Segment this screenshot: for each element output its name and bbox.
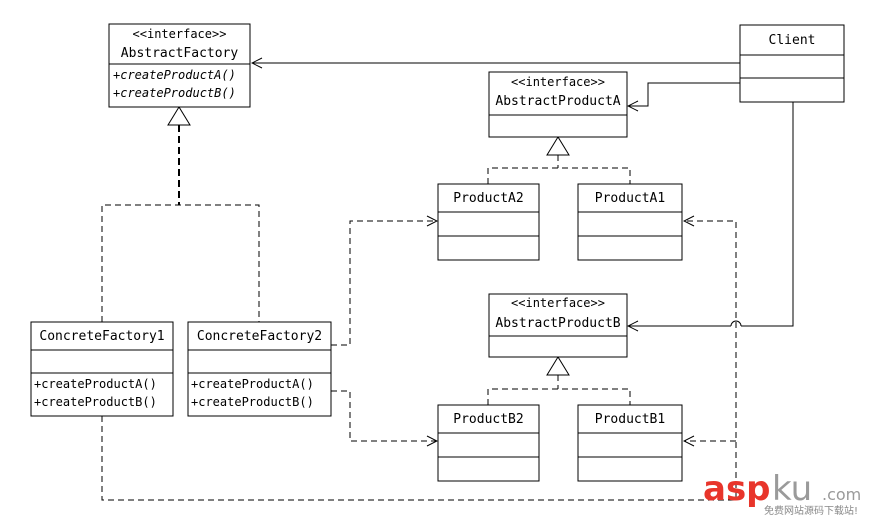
class-name: ConcreteFactory1 (39, 329, 164, 344)
class-abstractproductb: <<interface>> AbstractProductB (488, 293, 628, 358)
class-name: ProductA1 (595, 191, 665, 206)
client-to-abstractproducta-association (628, 82, 740, 106)
realization-triangle-abstractfactory (167, 106, 191, 126)
class-concretefactory2: ConcreteFactory2 +createProductA() +crea… (187, 321, 332, 417)
productb-realization-branches (487, 388, 631, 405)
method-create-product-a: +createProductA() (34, 377, 157, 391)
method-create-product-b: +createProductB() (34, 395, 157, 409)
class-name: AbstractProductB (495, 316, 620, 331)
class-abstractfactory: <<interface>> AbstractFactory +createPro… (108, 23, 251, 108)
class-producta2: ProductA2 (437, 183, 540, 261)
class-name: ProductB2 (453, 412, 523, 427)
stereotype-label: <<interface>> (511, 75, 605, 89)
method-create-product-a: +createProductA() (191, 377, 314, 391)
method-create-product-b: +createProductB() (113, 86, 236, 100)
class-productb2: ProductB2 (437, 404, 540, 482)
method-create-product-b: +createProductB() (191, 395, 314, 409)
class-name: ConcreteFactory2 (197, 329, 322, 344)
watermark-brand-red: asp (703, 469, 771, 509)
factory-realization-branches (101, 204, 260, 322)
method-create-product-a: +createProductA() (113, 68, 236, 82)
watermark-domain: .com (822, 485, 861, 504)
realization-triangle-abstractproductb (546, 356, 570, 376)
realization-triangle-abstractproducta (546, 136, 570, 156)
class-name: AbstractFactory (121, 46, 239, 61)
stereotype-label: <<interface>> (511, 296, 605, 310)
class-name: ProductB1 (595, 412, 665, 427)
class-productb1: ProductB1 (577, 404, 683, 482)
watermark-tagline: 免费网站源码下载站! (764, 504, 858, 517)
class-abstractproducta: <<interface>> AbstractProductA (488, 71, 628, 138)
client-to-abstractproductb-line-1 (741, 102, 794, 327)
watermark-brand-gray: ku (772, 469, 812, 509)
line-hop (730, 320, 742, 327)
class-producta1: ProductA1 (577, 183, 683, 261)
stereotype-label: <<interface>> (133, 27, 227, 41)
class-name: Client (769, 33, 816, 48)
concretefactory1-to-producta1-dependency (101, 221, 737, 501)
producta-realization-branches (487, 167, 631, 184)
class-name: ProductA2 (453, 191, 523, 206)
concretefactory2-to-producta2-dependency (331, 221, 437, 346)
class-name: AbstractProductA (495, 94, 620, 109)
concretefactory2-to-productb2-dependency (331, 390, 437, 441)
class-client: Client (739, 24, 845, 103)
class-concretefactory1: ConcreteFactory1 +createProductA() +crea… (30, 321, 174, 417)
watermark-logo: asp ku .com 免费网站源码下载站! (703, 469, 861, 517)
